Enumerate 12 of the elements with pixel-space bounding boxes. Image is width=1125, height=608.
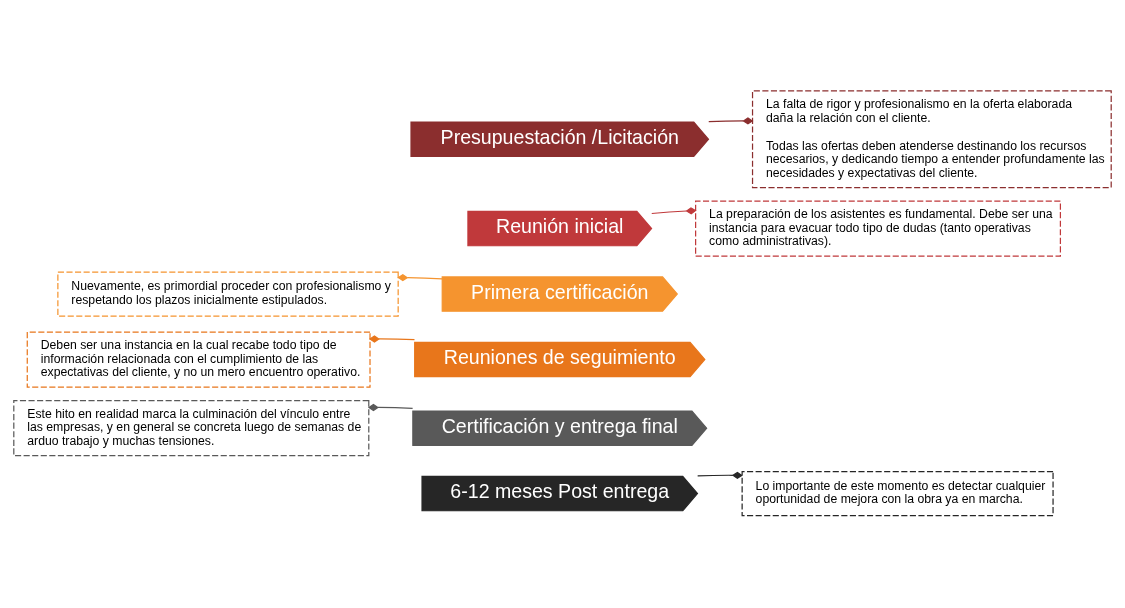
connector xyxy=(397,273,443,281)
connector xyxy=(708,116,754,125)
node-box: La falta de rigor y profesionalismo en la oferta elaborada daña la relación con el cliente. Todas las ofertas deben atenderse destinando los recursos necesarios, y dedicando tiempo a entender profundamente las necesidades y expectativas del cliente. xyxy=(751,89,1112,188)
node-box: Deben ser una instancia en la cual recabe todo tipo de información relacionada con el cumplimiento de las expectativas del cliente, y no un mero encuentro operativo. xyxy=(26,330,371,388)
connector xyxy=(697,471,743,479)
node-box: Este hito en realidad marca la culminación del vínculo entre las empresas, y en general se concreta luego de semanas de arduo trabajo y muchas tensiones. xyxy=(13,399,370,456)
node-box: Nuevamente, es primordial proceder con profesionalismo y respetando los plazos inicialmente estipulados. xyxy=(57,270,399,317)
connector xyxy=(367,403,414,411)
connector xyxy=(651,206,697,214)
node-box: La preparación de los asistentes es fundamental. Debe ser una instancia para evacuar todo tipo de dudas (tanto operativas como administrativas). xyxy=(695,199,1061,257)
connector xyxy=(368,334,416,343)
node-box: Lo importante de este momento es detectar cualquier oportunidad de mejora con la obra ya en marcha. xyxy=(741,470,1054,516)
